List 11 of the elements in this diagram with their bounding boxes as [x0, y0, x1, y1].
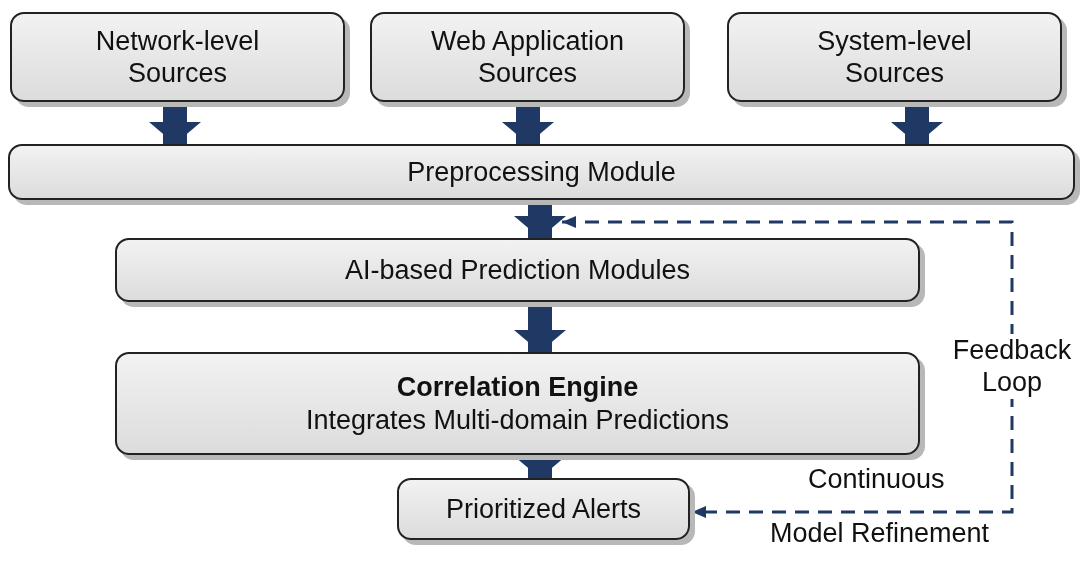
- note-text: Model Refinement: [770, 520, 990, 547]
- box-label: Network-level Sources: [94, 24, 261, 90]
- dashed-arrow: [562, 216, 1014, 518]
- note-text: Continuous: [808, 466, 945, 493]
- box-label: AI-based Prediction Modules: [344, 253, 691, 287]
- box-heading: Correlation Engine: [396, 371, 639, 404]
- box-label: Prioritized Alerts: [445, 492, 642, 526]
- box-label: Preprocessing Module: [407, 155, 676, 189]
- box-label: System-level Sources: [816, 24, 973, 90]
- box-label: Web Application Sources: [429, 24, 626, 90]
- box-label: Integrates Multi-domain Predictions: [305, 403, 730, 436]
